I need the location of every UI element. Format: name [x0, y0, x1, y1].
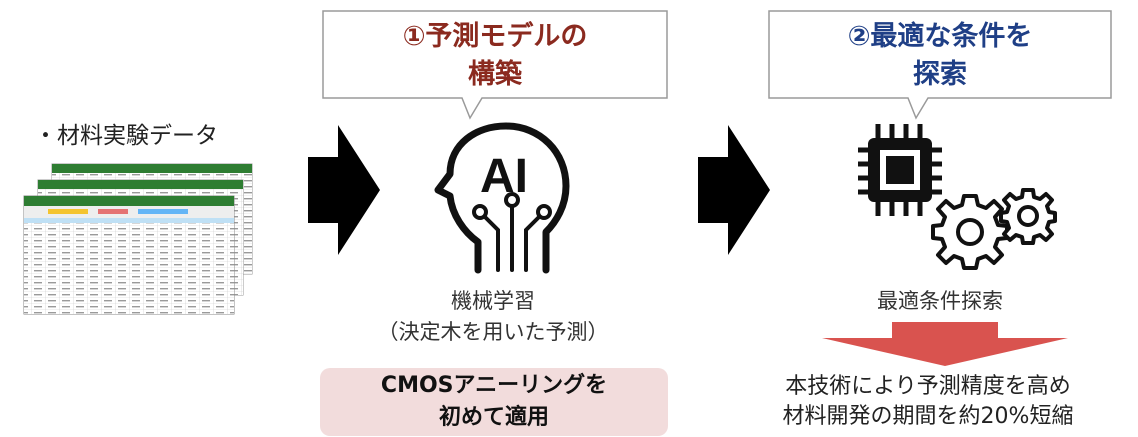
down-arrow-icon [822, 322, 1068, 366]
gear-small-icon [999, 188, 1057, 245]
step2-title-line2: 探索 [913, 59, 967, 90]
ai-text: AI [480, 150, 528, 203]
step1-title-line2: 構築 [468, 59, 522, 90]
sheet-front [23, 195, 235, 315]
chip-icon [858, 124, 942, 216]
spreadsheet-stack-icon [23, 163, 253, 315]
step1-title-line1: ①予測モデルの [402, 21, 588, 52]
right-arrow-icon [698, 125, 770, 255]
step1-highlight-line1: CMOSアニーリングを [380, 373, 608, 398]
step2-caption: 最適条件探索 [877, 289, 1003, 313]
chip-gears-icon [858, 124, 1057, 270]
step1-title-bubble: ①予測モデルの 構築 [322, 10, 668, 120]
step1-caption-line2: （決定木を用いた予測） [377, 320, 609, 344]
step2-title-line1: ②最適な条件を [847, 21, 1033, 52]
step1-highlight-line2: 初めて適用 [438, 405, 549, 430]
step2-result-line2: 材料開発の期間を約20%短縮 [782, 404, 1074, 429]
step2-title-bubble: ②最適な条件を 探索 [768, 10, 1112, 120]
step1-caption-line1: 機械学習 [451, 289, 535, 313]
ai-head-icon: AI [434, 122, 570, 274]
gear-icon [931, 194, 1009, 270]
input-label: ・材料実験データ [34, 123, 218, 149]
right-arrow-icon [308, 125, 380, 255]
step1-highlight-box: CMOSアニーリングを 初めて適用 [320, 368, 668, 436]
step2-result-line1: 本技術により予測精度を高め [785, 374, 1071, 399]
